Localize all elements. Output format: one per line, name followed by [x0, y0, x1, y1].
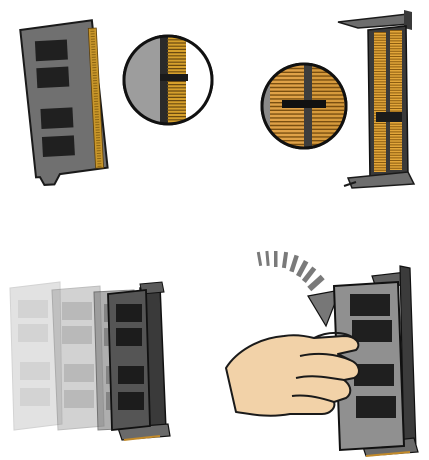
module-notch: [160, 74, 188, 81]
slot-notch-detail: [282, 100, 326, 108]
slot-notch-zoom-callout: [262, 64, 346, 150]
step-2-slot-with-notch: [262, 10, 414, 188]
ram-chip: [35, 40, 68, 62]
ram-module: [20, 20, 108, 186]
ram-chip: [36, 67, 69, 89]
sodimm-slot: [338, 10, 414, 188]
motion-arrow-icon: [257, 251, 340, 326]
slot-key: [376, 112, 402, 122]
step-1-module-with-notch: [20, 20, 216, 186]
ram-chip: [42, 135, 75, 157]
notch-zoom-callout: [124, 36, 216, 126]
step-4-press-module-down: [226, 251, 418, 456]
step-3-insert-module-sequence: [10, 282, 170, 440]
ram-chip: [40, 107, 73, 129]
ram-module-inserted: [108, 290, 150, 430]
